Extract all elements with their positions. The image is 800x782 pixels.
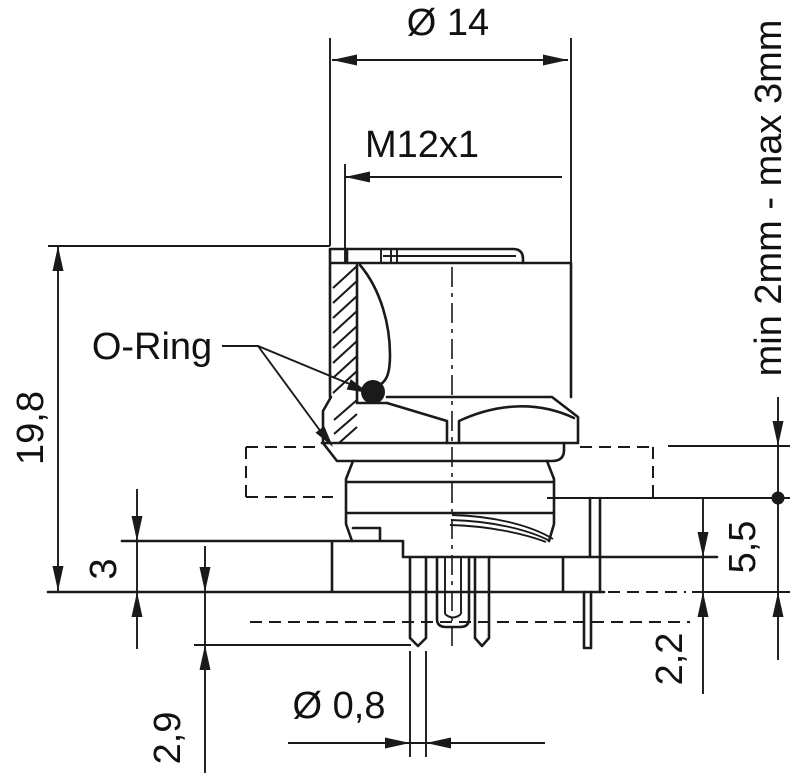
arrow-2-2-down (697, 532, 709, 557)
arrow-0-8-left (385, 737, 410, 749)
dim-label-thread-m12x1: M12x1 (365, 124, 479, 166)
o-ring-leader (222, 345, 353, 437)
dim-label-2-9: 2,9 (147, 712, 189, 765)
dimline-0-8 (288, 651, 545, 757)
center-contact-inner (444, 557, 462, 619)
pin-left (408, 555, 428, 648)
arrowheads (52, 54, 784, 749)
dim-label-3: 3 (83, 558, 125, 579)
dim-label-2-2: 2,2 (649, 633, 691, 686)
rear-body (46, 526, 719, 594)
arrow-2-9-down (199, 567, 211, 592)
arrow-m12-left (345, 171, 370, 183)
arrow-3-up (131, 592, 143, 617)
dim-label-panel-thickness: min 2mm - max 3mm (748, 20, 790, 377)
arrow-2-2-up (697, 592, 709, 617)
inner-bore-curve (358, 263, 392, 386)
barrel-outline (328, 247, 573, 399)
o-ring-label: O-Ring (92, 326, 212, 368)
connector-body (46, 247, 719, 650)
o-ring-dot (361, 380, 385, 404)
dimension-junction-dot (771, 491, 785, 505)
hex-flats (385, 401, 576, 445)
dimension-labels: Ø 14 M12x1 O-Ring 19,8 3 2,9 Ø 0,8 5,5 2… (10, 2, 790, 764)
dim-label-diameter-14: Ø 14 (407, 2, 489, 44)
lug-pin (582, 590, 593, 650)
panel-outline-dashed (245, 446, 654, 498)
dimline-right (547, 397, 790, 660)
dimline-m12 (344, 164, 562, 263)
cap-inner-line (380, 249, 516, 263)
dim-label-diameter-0-8: Ø 0,8 (293, 685, 386, 727)
arrow-dia14-right (543, 54, 568, 66)
arrow-panel-down (772, 421, 784, 446)
lug-channel (588, 496, 602, 594)
thread-runout-arcs (449, 514, 554, 543)
pin-right (473, 555, 491, 648)
threaded-neck (344, 459, 556, 543)
arrow-0-8-right (426, 737, 451, 749)
hatch-pattern (332, 265, 358, 444)
dim-label-5-5: 5,5 (722, 521, 764, 574)
arrow-19-8-down (52, 566, 64, 591)
dim-label-19-8: 19,8 (10, 391, 52, 465)
arrow-3-down (131, 516, 143, 541)
cap-outline (345, 247, 525, 265)
arrow-19-8-up (52, 246, 64, 271)
arrow-oring-b (315, 426, 333, 447)
arrow-2-9-up (199, 645, 211, 670)
washer (321, 441, 566, 463)
ext-dia14 (329, 38, 572, 263)
dimline-19-8 (48, 245, 330, 591)
dimline-2-9 (194, 546, 411, 773)
arrow-oring-a (346, 379, 369, 393)
arrow-5-5-up (772, 592, 784, 617)
arrow-dia14-left (332, 54, 357, 66)
